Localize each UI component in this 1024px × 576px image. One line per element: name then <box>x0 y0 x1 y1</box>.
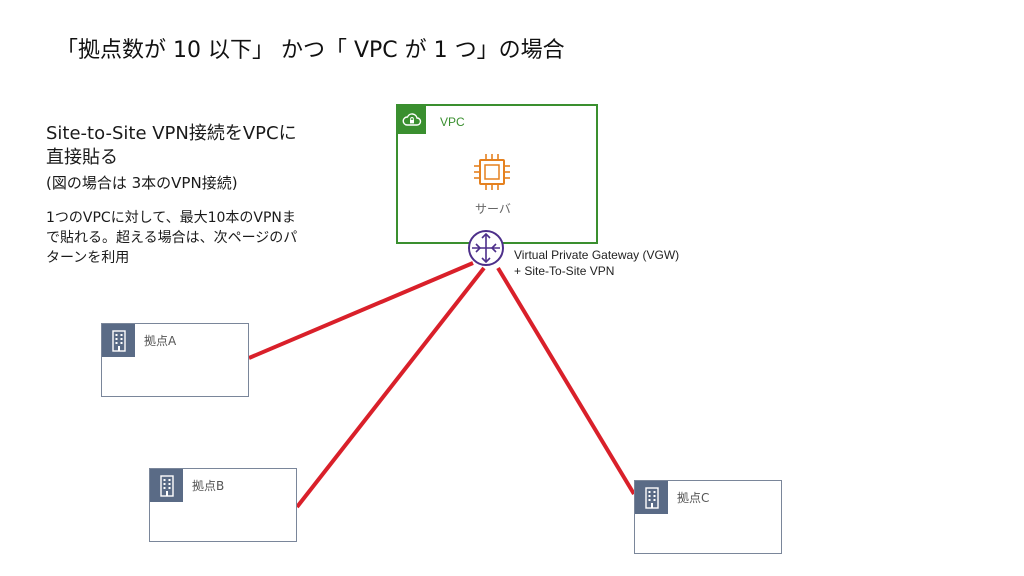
heading-line-1: Site-to-Site VPN接続をVPCに <box>46 123 297 144</box>
building-icon <box>102 324 135 357</box>
router-icon <box>468 230 504 266</box>
site-b-box: 拠点B <box>149 468 297 542</box>
vpn-connection-c <box>496 266 636 496</box>
vgw-label-line-1: Virtual Private Gateway (VGW) <box>514 248 680 262</box>
description-subheading: (図の場合は 3本のVPN接続) <box>46 174 238 192</box>
page-title: 「拠点数が 10 以下」 かつ「 VPC が 1 つ」の場合 <box>56 38 565 63</box>
vpn-connection-a <box>248 261 474 360</box>
note-line-3: ターンを利用 <box>46 250 130 266</box>
heading-line-2: 直接貼る <box>46 147 118 168</box>
note-line-2: で貼れる。超える場合は、次ページのパ <box>46 230 298 246</box>
vgw-label: Virtual Private Gateway (VGW) + Site-To-… <box>514 247 679 279</box>
vpn-connection-b <box>295 266 486 509</box>
site-a-label: 拠点A <box>144 334 177 348</box>
description-note: 1つのVPCに対して、最大10本のVPNま で貼れる。超える場合は、次ページのパ… <box>46 208 376 268</box>
vpc-label: VPC <box>440 115 465 129</box>
description-heading: Site-to-Site VPN接続をVPCに 直接貼る <box>46 122 376 170</box>
vpc-container: VPC サーバ <box>396 104 598 244</box>
site-c-box: 拠点C <box>634 480 782 554</box>
cloud-lock-icon <box>398 106 426 134</box>
site-a-box: 拠点A <box>101 323 249 397</box>
description-block: Site-to-Site VPN接続をVPCに 直接貼る (図の場合は 3本のV… <box>46 122 376 268</box>
building-icon <box>635 481 668 514</box>
vgw-label-line-2: + Site-To-Site VPN <box>514 264 615 278</box>
server-label: サーバ <box>475 202 511 216</box>
chip-icon <box>474 154 510 190</box>
site-c-label: 拠点C <box>677 491 710 505</box>
building-icon <box>150 469 183 502</box>
site-b-label: 拠点B <box>192 479 225 493</box>
note-line-1: 1つのVPCに対して、最大10本のVPNま <box>46 210 296 226</box>
